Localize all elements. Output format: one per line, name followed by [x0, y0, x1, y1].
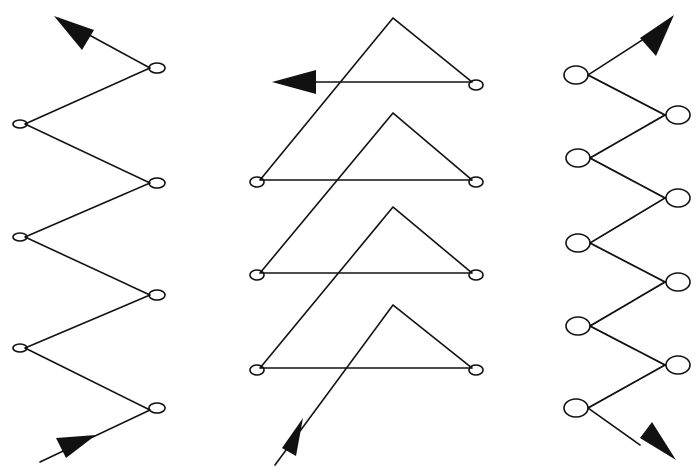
zigzag-loop: [12, 232, 28, 242]
figure-eight-loop: [563, 398, 589, 418]
zigzag-exit-arrowhead: [54, 16, 94, 50]
figure-eight-loop: [665, 105, 691, 125]
triangle-exit-arrowhead: [272, 70, 316, 94]
zigzag-loop: [148, 402, 166, 414]
figure-eight-cross: [587, 34, 666, 409]
figure-eight-loop: [665, 355, 691, 375]
zigzag-loop: [148, 177, 166, 189]
triangle-loop: [249, 176, 265, 188]
triangle-panel: [249, 17, 484, 466]
zigzag-entry-arrowhead: [56, 435, 96, 458]
triangle-loop: [249, 364, 265, 376]
figure-eight-loop: [665, 272, 691, 292]
zigzag-panel: [12, 16, 166, 463]
triangle-loop: [468, 176, 484, 188]
triangle-shape: [259, 206, 473, 369]
triangle-loop: [468, 79, 484, 91]
figure-eight-loop: [563, 65, 589, 85]
triangle-loop: [468, 269, 484, 281]
triangle-loop: [249, 269, 265, 281]
triangle-shape: [259, 17, 473, 181]
figure-eight-loop: [665, 188, 691, 208]
triangle-loop: [468, 364, 484, 376]
zigzag-loop: [148, 289, 166, 301]
figure-eight-exit-arrowhead: [640, 15, 674, 56]
zigzag-loop: [148, 62, 166, 74]
triangle-entry-arrowhead: [282, 418, 303, 456]
triangle-shape: [259, 112, 473, 274]
figure-eight-path: [587, 74, 666, 446]
figure-eight-loop: [565, 148, 591, 168]
figure-eight-loop: [565, 233, 591, 253]
zigzag-loop: [12, 119, 28, 129]
zigzag-path: [24, 67, 151, 463]
figure-eight-loop: [565, 316, 591, 336]
triangle-shape: [274, 304, 473, 466]
figure-eight-panel: [563, 15, 691, 460]
zigzag-loop: [12, 343, 28, 353]
figure-eight-entry-arrowhead: [640, 422, 676, 460]
